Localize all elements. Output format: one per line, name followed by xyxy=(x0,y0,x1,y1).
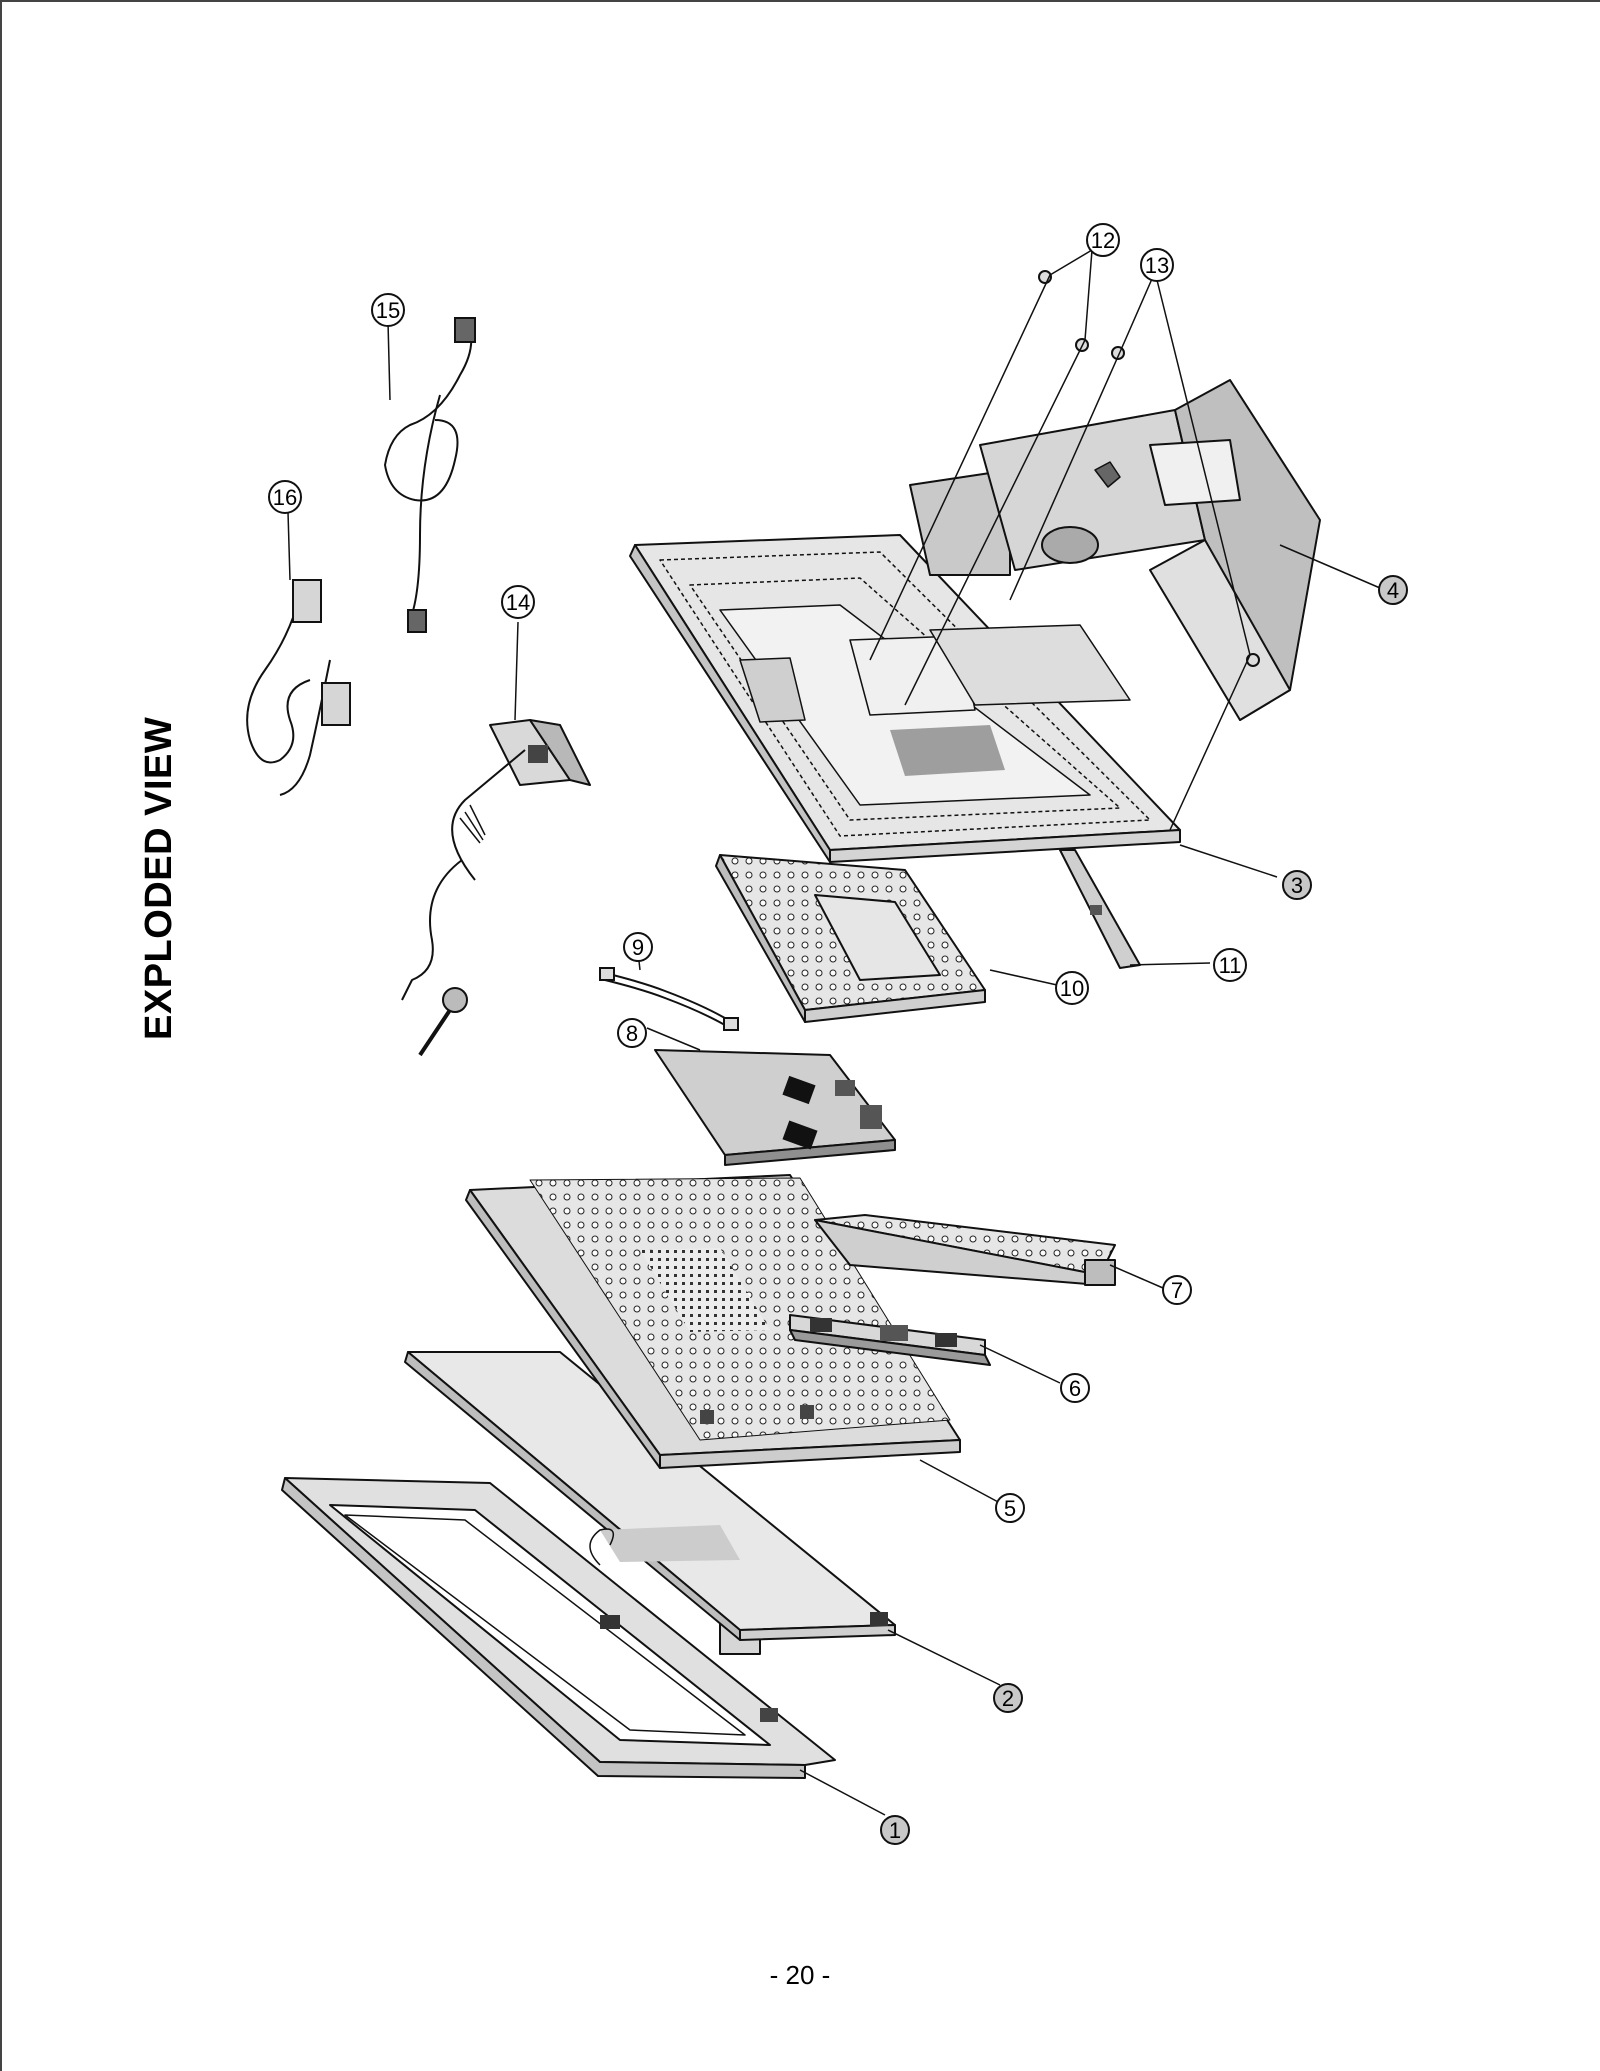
stand-part xyxy=(909,379,1321,721)
callout-7-label: 7 xyxy=(1171,1278,1183,1303)
callout-14: 14 xyxy=(501,585,535,619)
callout-3: 3 xyxy=(1282,870,1312,900)
callout-15: 15 xyxy=(371,293,405,327)
callout-2-label: 2 xyxy=(1002,1686,1014,1711)
callout-3-label: 3 xyxy=(1291,873,1303,898)
callout-11: 11 xyxy=(1213,948,1247,982)
callout-7: 7 xyxy=(1162,1275,1192,1305)
callout-13: 13 xyxy=(1140,248,1174,282)
control-board-part xyxy=(789,1314,991,1366)
callout-11-label: 11 xyxy=(1219,953,1242,978)
leader-lines xyxy=(287,249,1381,1816)
signal-cable-part xyxy=(246,579,351,796)
rear-shield-part xyxy=(715,854,986,1023)
callout-10-label: 10 xyxy=(1060,976,1084,1001)
page-number: - 20 - xyxy=(769,1960,831,1990)
internal-cable-part xyxy=(599,967,739,1031)
shield-bracket-part xyxy=(814,1214,1116,1286)
screws-part xyxy=(1038,270,1260,667)
callout-16: 16 xyxy=(268,480,302,514)
power-adapter-part xyxy=(401,719,591,1057)
callout-4: 4 xyxy=(1378,575,1408,605)
callout-15-label: 15 xyxy=(376,298,400,323)
callout-5-label: 5 xyxy=(1004,1496,1016,1521)
callout-6-label: 6 xyxy=(1069,1376,1081,1401)
rear-cover-part xyxy=(629,534,1181,863)
callout-8-label: 8 xyxy=(626,1021,638,1046)
callout-8: 8 xyxy=(617,1018,647,1048)
callout-1: 1 xyxy=(880,1815,910,1845)
callout-14-label: 14 xyxy=(506,590,530,615)
callout-13-label: 13 xyxy=(1145,253,1169,278)
main-board-part xyxy=(654,1049,896,1166)
callout-9-label: 9 xyxy=(632,935,644,960)
callout-12-label: 12 xyxy=(1091,228,1115,253)
power-cord-part xyxy=(383,317,476,633)
callout-2: 2 xyxy=(993,1683,1023,1713)
callout-4-label: 4 xyxy=(1387,578,1399,603)
main-chassis-part xyxy=(465,1174,961,1469)
callout-12: 12 xyxy=(1086,223,1120,257)
callout-9: 9 xyxy=(623,932,653,962)
callout-5: 5 xyxy=(995,1493,1025,1523)
bottom-bracket-part xyxy=(1059,849,1141,969)
lcd-panel-part xyxy=(404,1351,896,1641)
callout-16-label: 16 xyxy=(273,485,297,510)
callout-1-label: 1 xyxy=(889,1818,901,1843)
callout-6: 6 xyxy=(1060,1373,1090,1403)
callout-10: 10 xyxy=(1055,971,1089,1005)
